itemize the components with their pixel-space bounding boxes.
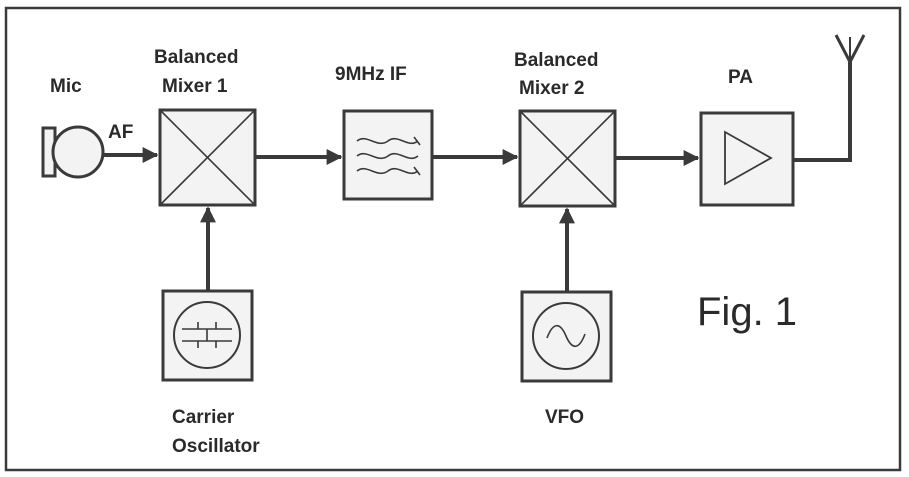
mic-label: Mic — [50, 76, 82, 97]
if-filter-label: 9MHz IF — [335, 64, 407, 85]
crystal-icon — [182, 322, 232, 348]
sine-wave-icon — [546, 324, 586, 348]
mixer2-label-line1: Balanced — [514, 50, 598, 71]
carrier-oscillator-block — [161, 289, 254, 382]
amplifier-triangle-icon — [724, 130, 773, 186]
filter-wave-icon — [356, 137, 419, 145]
antenna-icon — [834, 34, 866, 63]
mixer1-label-line1: Balanced — [154, 47, 238, 68]
af-label: AF — [108, 122, 133, 143]
carrier-label-line2: Oscillator — [172, 436, 260, 457]
mixer2-label-line2: Mixer 2 — [519, 78, 584, 99]
carrier-label-line1: Carrier — [172, 407, 235, 428]
pa-to-antenna-wire — [793, 62, 852, 162]
vfo-label: VFO — [545, 407, 584, 428]
balanced-mixer-1-block — [158, 108, 257, 207]
mixer1-label-line2: Mixer 1 — [162, 76, 228, 97]
pa-label: PA — [728, 67, 753, 88]
balanced-mixer-2-block — [518, 109, 617, 208]
figure-frame — [4, 6, 902, 472]
power-amplifier-block — [699, 111, 795, 207]
figure-caption: Fig. 1 — [697, 290, 797, 334]
if-filter-block — [342, 109, 434, 201]
microphone-icon — [41, 125, 105, 179]
vfo-block — [520, 290, 613, 383]
